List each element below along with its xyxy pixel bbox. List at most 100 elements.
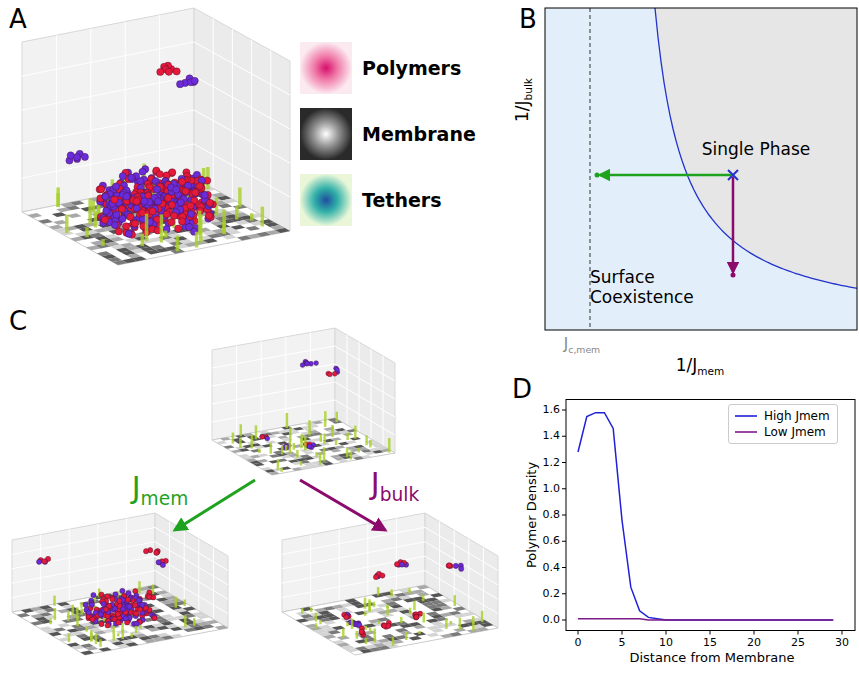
tether-bar: [164, 231, 168, 238]
tick: [842, 631, 843, 635]
label-text: 0.6: [543, 534, 561, 547]
tick: [562, 462, 566, 463]
membrane-site: [334, 445, 345, 449]
membrane-site: [398, 588, 412, 592]
polymer-bead: [359, 630, 364, 635]
tick: [562, 488, 566, 489]
tether-bar: [300, 461, 303, 466]
membrane-site: [327, 616, 341, 620]
polymer-bead: [111, 196, 118, 203]
membrane-site: [303, 451, 315, 455]
grid-line: [194, 76, 290, 129]
membrane-site: [27, 213, 42, 218]
label-text: A: [9, 4, 27, 34]
text-label: 0.6: [543, 535, 561, 548]
membrane-floor: [22, 178, 290, 265]
membrane-site: [413, 632, 427, 636]
polymer-bead: [359, 629, 364, 634]
polymer-bead: [136, 598, 141, 603]
tether-bar: [88, 199, 92, 225]
tether-bar: [373, 602, 376, 607]
tether-bar: [49, 618, 52, 624]
tether-bar: [176, 236, 180, 251]
membrane-site: [125, 642, 139, 646]
plot-frame: [566, 400, 855, 631]
label-text: 0.8: [543, 508, 561, 521]
end-dot: [595, 173, 600, 178]
polymer-bead: [446, 563, 451, 568]
polymer-bead: [153, 186, 160, 193]
grid-line: [383, 356, 384, 446]
polymer-bead: [149, 208, 156, 215]
polymer-layer: [233, 359, 389, 472]
membrane-site: [223, 445, 234, 449]
label-text: 30: [835, 635, 849, 648]
tether-bar: [454, 595, 457, 606]
polymer-layer: [302, 560, 482, 647]
polymer-bead: [182, 188, 189, 195]
label-text: 1/J: [512, 100, 532, 122]
phase-diagram: [545, 8, 857, 330]
membrane-site: [203, 238, 218, 243]
polymer-bead: [360, 630, 365, 635]
tether-bar: [122, 630, 125, 639]
polymer-bead: [192, 189, 199, 196]
text-label: 0.4: [543, 561, 561, 574]
tether-bar: [373, 629, 376, 636]
polymer-bead: [314, 361, 319, 366]
membrane-site: [257, 459, 268, 463]
membrane-site: [305, 624, 319, 628]
tether-bar: [315, 613, 318, 622]
grid-line: [212, 382, 335, 404]
membrane-site: [70, 201, 85, 206]
legend-entry: Polymers: [300, 42, 461, 94]
grid-line: [184, 530, 185, 602]
tether-bar: [315, 452, 318, 457]
polymer-bead: [139, 209, 146, 216]
tick: [798, 631, 799, 635]
tether-bar: [95, 634, 98, 644]
grid-line: [310, 535, 311, 607]
polymer-bead: [344, 614, 349, 619]
tether-bar: [184, 599, 187, 606]
text-label: 20: [747, 636, 761, 649]
membrane-site: [216, 441, 227, 445]
polymer-bead: [183, 188, 190, 195]
tether-bar: [400, 617, 403, 623]
tether-bar: [139, 625, 142, 628]
tether-bar: [222, 210, 226, 234]
polymer-bead: [156, 171, 163, 178]
tether-bar: [323, 447, 326, 461]
text-label: Distance from Membrane: [629, 651, 794, 666]
label-text: Polymer Density: [524, 462, 539, 568]
grid-line: [22, 110, 194, 144]
label-text: 15: [703, 635, 717, 648]
tether-bar: [351, 619, 354, 629]
label-text: 1.6: [543, 403, 561, 416]
tether-bar: [336, 412, 339, 422]
tether-bar: [418, 631, 421, 634]
grid-line: [396, 518, 397, 590]
membrane-site: [268, 471, 279, 475]
subscript: mem: [697, 366, 724, 378]
polymer-bead: [128, 174, 135, 181]
polymer-bead: [89, 602, 94, 607]
membrane-site: [80, 651, 94, 655]
label-text: 0: [575, 635, 582, 648]
label-text: Surface Coexistence: [590, 267, 694, 307]
legend-line: [734, 427, 758, 437]
text-label: 0.8: [543, 509, 561, 522]
tether-bar: [255, 425, 258, 439]
membrane-site: [201, 624, 215, 628]
polymer-bead: [36, 559, 41, 564]
polymer-bead: [134, 621, 139, 626]
polymer-bead: [447, 563, 452, 568]
polymer-bead: [120, 607, 125, 612]
tether-bar: [235, 206, 239, 219]
subscript: bulk: [523, 78, 535, 100]
polymer-bead: [101, 216, 108, 223]
polymer-bead: [143, 549, 148, 554]
tether-bar: [304, 437, 307, 451]
grid-line: [212, 400, 335, 422]
grid-line: [261, 341, 262, 431]
